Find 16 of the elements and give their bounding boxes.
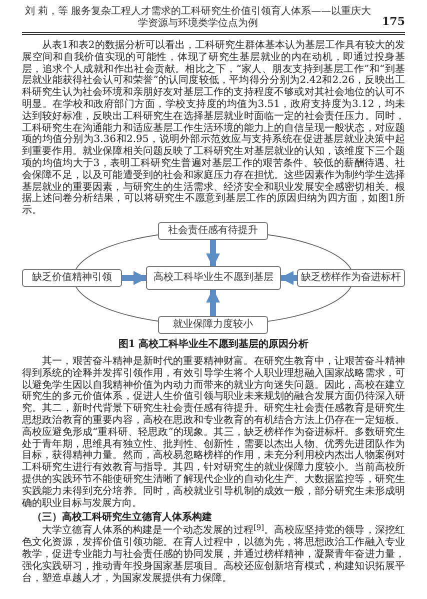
page-number: 175 bbox=[382, 14, 405, 30]
body-paragraph: 从表1和表2的数据分析可以看出，工科研究生群体基本认为基层工作具有较大的发展空间和自我价值实现的可能性，体现了研究生基层就业的内在动机，即通过投身基层，追求个人成就和作出社会贡献。相比之下，“家人、朋友支持到基层工作”和“到基层就业能获得社会认可和荣誉”的认同度较低，平均得分分别为2.42和2.26，反映出工科研究生认为社会环境和亲朋好友对基层工作的支持程度不够或对其社会地位的认可不明显。在学校和政府部门方面，学校支持度的均值为3.51，政府支持度为3.12，均未达到较好标准，反映出工科研究生在选择基层就业时面临一定的社会责任压力。同时，工科研究生在沟通能力和适应基层工作生活环境的能力上的自信呈现一般状态，对应题项的均值分别为3.36和2.95，说明外部示范效应与支持系统在促进基层就业决策中起到重要作用。就业保障相关问题反映了工科研究生对基层就业的认知，该维度下三个题项的均值均大于3，表明工科研究生普遍对基层工作的艰苦条件、较低的薪酬待遇、社会保障不足，以及可能遭受到的社会和家庭压力存在担忧。这些因素作为制约学生选择基层就业的重要因素，与研究生的生活需求、经济安全和职业发展安全感密切相关。根据上述问卷分析结果，可以将研究生不愿意到基层工作的原因归纳为四方面，如图1所示。 bbox=[22, 40, 405, 217]
figure-caption: 图1 高校工科毕业生不愿到基层的原因分析 bbox=[117, 337, 310, 352]
arrow bbox=[122, 270, 148, 285]
text-box: 缺乏价值精神引领 bbox=[22, 268, 122, 287]
text-box: 社会责任感有待提升 bbox=[158, 222, 268, 240]
arrow bbox=[206, 288, 220, 316]
text-box: 高校工科毕业生不愿到基层 bbox=[146, 266, 281, 290]
running-header: 刘 莉，等 服务复杂工程人才需求的工科研究生价值引领育人体系——以重庆大学资源与环境类学位点为例 bbox=[24, 6, 372, 30]
text-box: 就业保障力度较小 bbox=[158, 316, 268, 334]
arrow bbox=[206, 240, 220, 268]
body-paragraph: 其一，艰苦奋斗精神是新时代的重要精神财富。在研究生教育中，让艰苦奋斗精神得到系统的诠释并发挥引领作用，有效引导学生将个人职业理想融入国家战略需求，可以避免学生因以自我精神价值为内动力而带来的就业方向迷失问题。因此，高校在建立研究生的多元价值体系，促进人生价值引领与职业未来规划的融合发展方面仍待深入研究。其二，新时代背景下研究生社会责任感有待提升。研究生社会责任感教育是研究生思想政治教育的重要内容，高校在思政和专业教育的有机结合方法上仍存在一定短板。高校应避免形成“重科研、轻思政”的现象。其三，缺乏榜样作为奋进标杆。多数研究生处于青年期，思维具有独立性、批判性、创新性，需要以杰出人物、优秀先进团队作为目标，获得精神力量。然而，高校易忽略榜样的作用，未充分利用校内杰出人物案例对工科研究生进行有效教育与指导。其四，针对研究生的就业保障力度较小。当前高校所提供的实践环节不能使研究生清晰了解现代企业的自动化生产、大数据监控等，研究生实践能力未得到充分培养。同时，高校就业引导机制的成效一般，部分研究生未形成明确的职业目标与发展方向。 bbox=[22, 356, 405, 510]
text-box: 缺乏榜样作为奋进标杆 bbox=[297, 268, 405, 287]
body-paragraph: 大学立德育人体系的构建是一个动态发展的过程$^{[9]}$。高校应坚持党的领导，深挖红色文化资源，发挥价值引领功能。在育人过程中，以德为先，将思想政治工作融入专业教学，促进专业能力与社会责任感的协同发展，并通过榜样精神，凝聚青年奋进力量，强化实践研习，推动青年投身国家基层项目。高校还应创新培育模式，构建知识拓展平台，塑造卓越人才，为国家发展提供有力保障。 bbox=[22, 525, 405, 584]
section-heading: （三）高校工科研究生立德育人体系构建 bbox=[31, 510, 213, 524]
arrow bbox=[280, 270, 297, 285]
